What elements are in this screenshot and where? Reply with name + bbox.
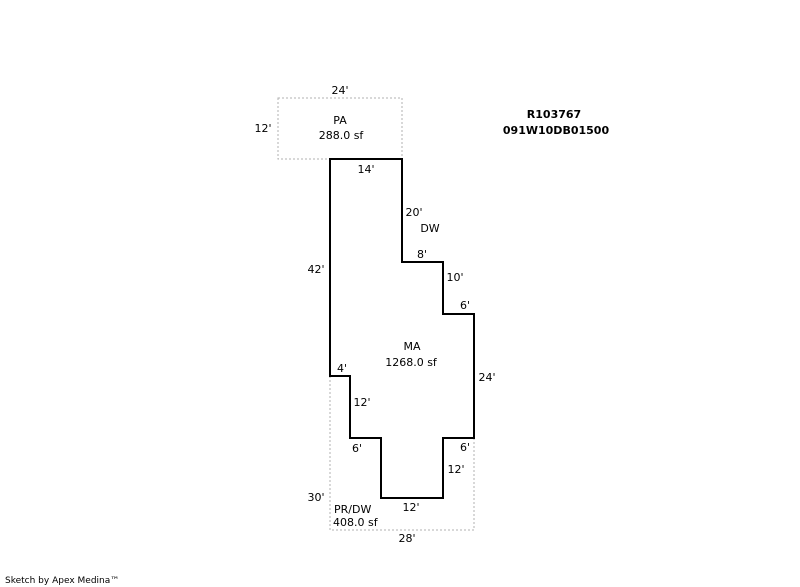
dim-ma-lower-right-vertical: 12' <box>447 463 464 476</box>
dim-ma-top: 14' <box>357 163 374 176</box>
area-ma-size: 1268.0 sf <box>385 356 438 369</box>
area-ma-code: MA <box>403 340 420 353</box>
dim-pa-left: 12' <box>254 122 271 135</box>
dim-ma-step1-vertical: 10' <box>446 271 463 284</box>
prdw-outline <box>329 376 475 531</box>
area-prdw-size: 408.0 sf <box>333 516 379 529</box>
dim-ma-upper-right: 20' <box>405 206 422 219</box>
dim-ma-lower-right-horizontal: 6' <box>460 441 470 454</box>
area-dw-code: DW <box>420 222 439 235</box>
parcel-id: R103767 <box>527 108 581 121</box>
dim-prdw-left: 30' <box>307 491 324 504</box>
area-prdw-code: PR/DW <box>334 503 371 516</box>
dim-prdw-bottom: 28' <box>398 532 415 545</box>
area-pa-code: PA <box>333 114 347 127</box>
footer-credit: Sketch by Apex Medina™ <box>5 576 119 586</box>
dim-ma-step2-horizontal: 6' <box>460 299 470 312</box>
dim-pa-top: 24' <box>331 84 348 97</box>
dim-ma-left-notch-vertical: 12' <box>353 396 370 409</box>
map-number: 091W10DB01500 <box>503 124 610 137</box>
area-pa-size: 288.0 sf <box>319 129 365 142</box>
dim-ma-left-notch-horizontal: 4' <box>337 362 347 375</box>
dim-ma-step1-horizontal: 8' <box>417 248 427 261</box>
pa-outline <box>277 97 403 160</box>
dim-ma-bottom: 12' <box>402 501 419 514</box>
ma-outline <box>329 158 475 499</box>
dim-ma-lower-left-horizontal: 6' <box>352 442 362 455</box>
dim-ma-left: 42' <box>307 263 324 276</box>
dim-ma-right: 24' <box>478 371 495 384</box>
